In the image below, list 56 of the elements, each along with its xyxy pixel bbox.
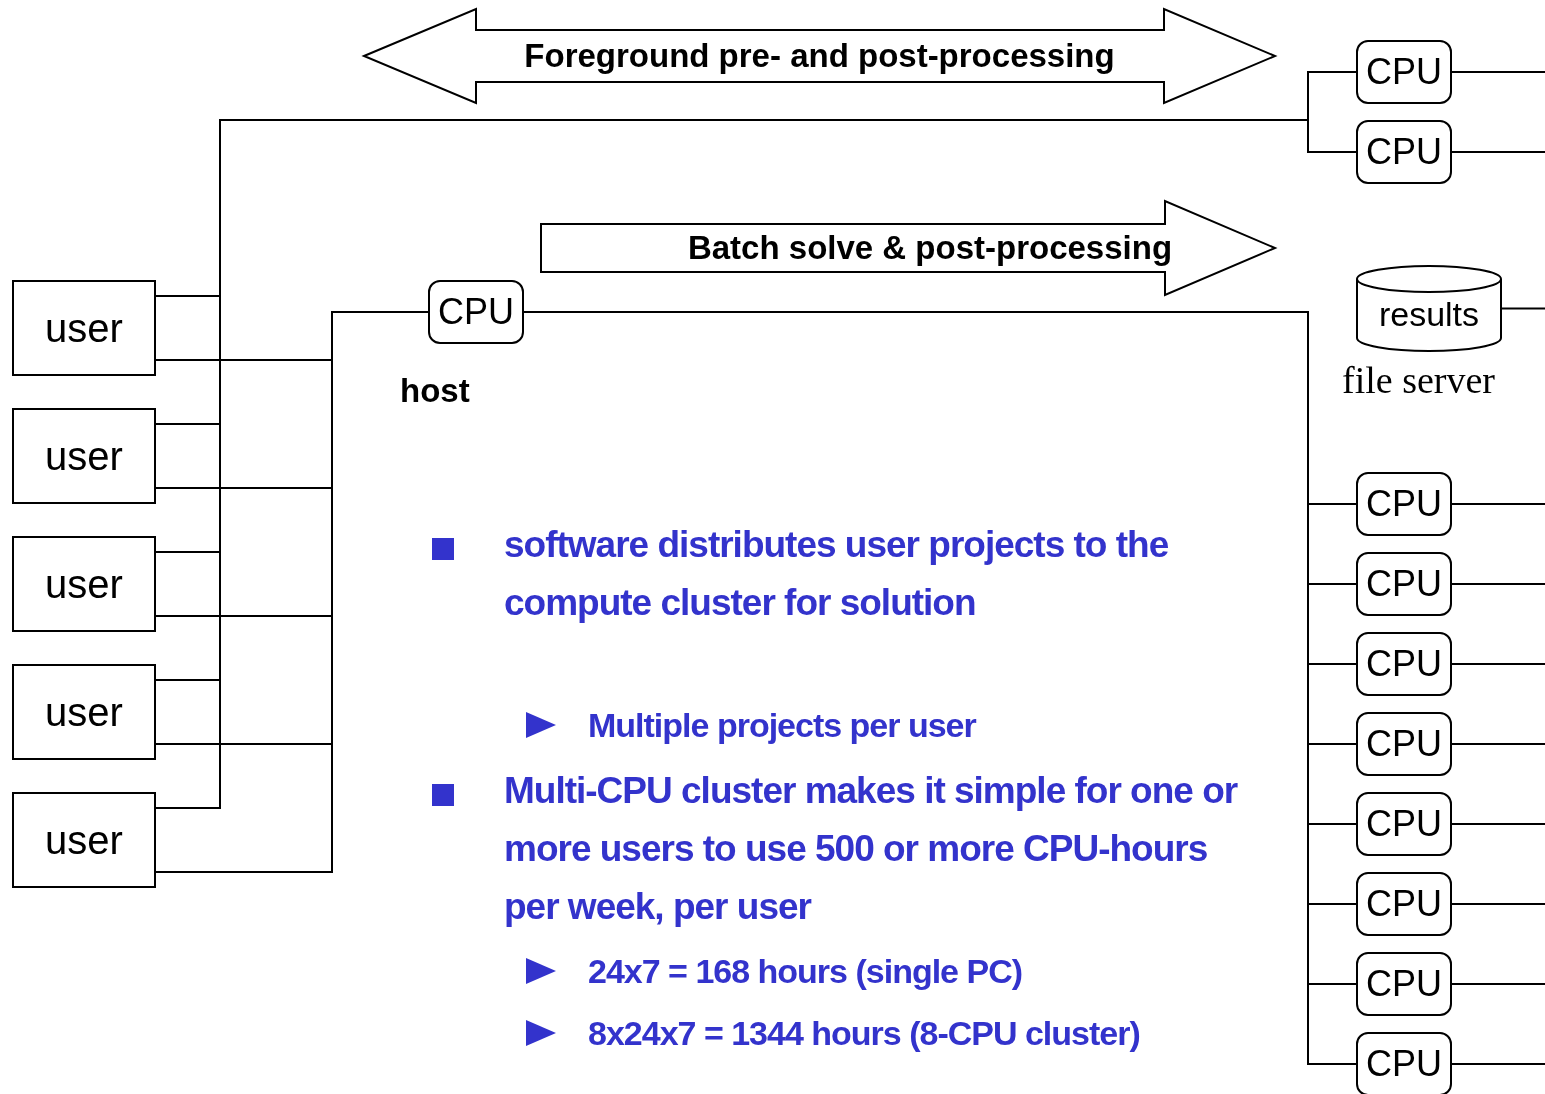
user-box <box>12 664 156 760</box>
cpu-box <box>1356 792 1452 856</box>
cpu-label: CPU <box>1366 563 1442 605</box>
cpu-box <box>1356 712 1452 776</box>
user-box <box>12 408 156 504</box>
bullet-text: Multiple projects per user <box>588 705 978 746</box>
cpu-label: CPU <box>1366 803 1442 845</box>
connector-line <box>1451 71 1545 73</box>
bullet-text: software distributes user projects to the compute cluster for solution <box>504 523 1170 625</box>
cpu-label: CPU <box>1366 723 1442 765</box>
user-label: user <box>45 689 123 735</box>
connector-line <box>1501 307 1545 310</box>
cpu-box <box>1356 472 1452 536</box>
storage-label: results <box>1378 295 1480 334</box>
connector-line <box>1451 1063 1545 1065</box>
user-box <box>12 536 156 632</box>
cpu-box <box>1356 40 1452 104</box>
user-label: user <box>45 305 123 351</box>
cpu-label: CPU <box>1366 1043 1442 1085</box>
bullet-text: 24x7 = 168 hours (single PC) <box>588 951 1024 992</box>
user-label: user <box>45 817 123 863</box>
caption-text: host <box>400 372 470 410</box>
bullet-text: 8x24x7 = 1344 hours (8-CPU cluster) <box>588 1013 1141 1054</box>
connector-line <box>1451 983 1545 985</box>
arrow-label: Foreground pre- and post-processing <box>524 37 1115 75</box>
connector-line <box>1451 743 1545 745</box>
connector-line <box>1451 823 1545 825</box>
cpu-box <box>1356 120 1452 184</box>
cpu-label: CPU <box>1366 963 1442 1005</box>
arrow-shape <box>540 200 1276 296</box>
arrow-label: Batch solve & post-processing <box>687 229 1173 267</box>
cpu-box <box>1356 552 1452 616</box>
cpu-label: CPU <box>1366 643 1442 685</box>
user-box <box>12 280 156 376</box>
user-label: user <box>45 561 123 607</box>
connector-line <box>1451 903 1545 905</box>
user-label: user <box>45 433 123 479</box>
cpu-box <box>1356 872 1452 936</box>
cpu-label: CPU <box>1366 483 1442 525</box>
connector-line <box>1451 503 1545 505</box>
bullet-text: Multi-CPU cluster makes it simple for one or more users to use 500 or more CPU-hours per week, per user <box>504 769 1239 929</box>
cpu-box <box>1356 952 1452 1016</box>
cpu-box <box>428 280 524 344</box>
cpu-box <box>1356 632 1452 696</box>
database-cylinder <box>1356 265 1502 352</box>
cpu-box <box>1356 1032 1452 1094</box>
caption-text: file server <box>1342 358 1495 402</box>
cpu-label: CPU <box>1366 883 1442 925</box>
double-arrow-shape <box>363 8 1276 104</box>
user-box <box>12 792 156 888</box>
cpu-label: CPU <box>438 291 514 333</box>
connector-line <box>1451 151 1545 153</box>
cpu-label: CPU <box>1366 51 1442 93</box>
cpu-label: CPU <box>1366 131 1442 173</box>
connector-line <box>1451 583 1545 585</box>
connector-line <box>1451 663 1545 665</box>
